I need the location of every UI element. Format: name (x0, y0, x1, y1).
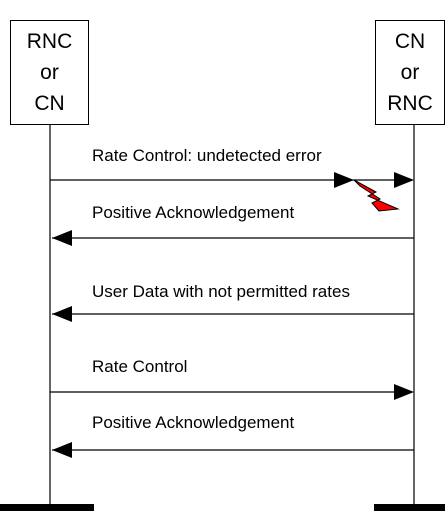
message-label-positive-ack-1: Positive Acknowledgement (92, 203, 295, 222)
message-arrow-rate-control (50, 384, 414, 400)
message-label-rate-control-error: Rate Control: undetected error (92, 146, 322, 165)
message-label-user-data: User Data with not permitted rates (92, 282, 350, 301)
entity-right-line-3: RNC (387, 92, 433, 115)
message-arrow-rate-control-error (50, 172, 414, 188)
entity-box-left: RNC or CN (10, 20, 89, 125)
message-label-positive-ack-2: Positive Acknowledgement (92, 413, 295, 432)
entity-right-line-2: or (400, 61, 420, 84)
message-arrow-positive-ack-1 (52, 230, 414, 246)
message-arrow-positive-ack-2 (52, 442, 414, 458)
entity-right-line-1: CN (394, 30, 426, 53)
left-lifeline-end (0, 504, 94, 511)
message-label-rate-control: Rate Control (92, 357, 188, 376)
right-lifeline-end (374, 504, 445, 511)
entity-box-right: CN or RNC (375, 20, 445, 125)
message-arrow-user-data (52, 306, 414, 322)
entity-left-line-2: or (40, 61, 59, 84)
error-lightning-icon (353, 179, 400, 212)
entity-left-line-1: RNC (26, 30, 73, 53)
entity-left-line-3: CN (34, 92, 65, 115)
